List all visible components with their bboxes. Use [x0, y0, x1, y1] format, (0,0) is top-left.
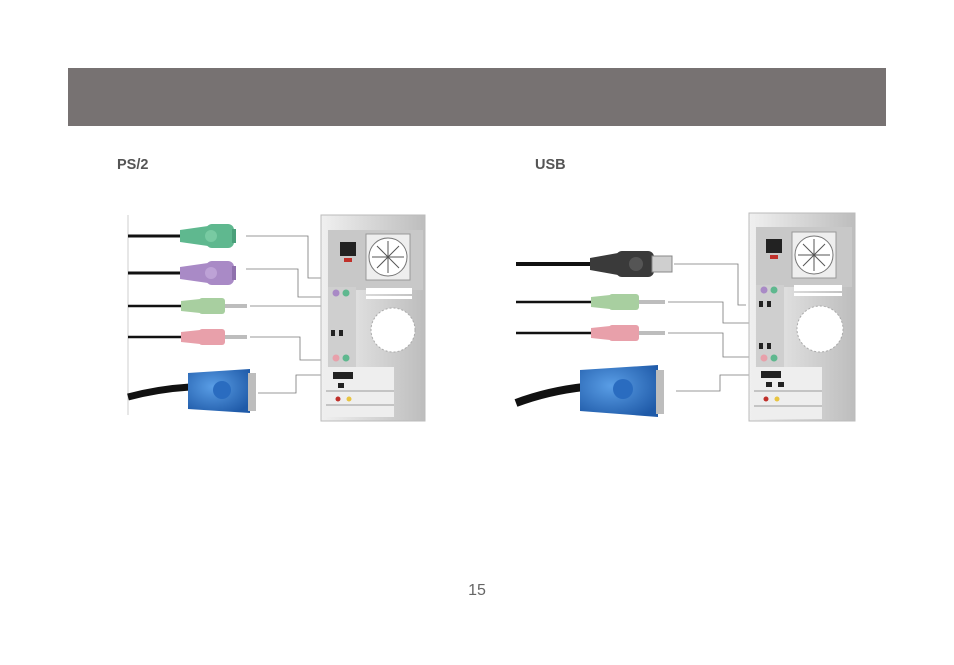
usb-connection-diagram	[508, 205, 868, 430]
audio-mic-plug-icon	[128, 329, 247, 345]
ps2-connection-diagram	[118, 205, 438, 430]
header-bar	[68, 68, 886, 126]
computer-tower-icon	[749, 213, 855, 421]
audio-speaker-plug-icon	[128, 298, 247, 314]
vga-connector-icon	[128, 369, 256, 413]
vga-connector-icon	[516, 365, 664, 417]
computer-tower-icon	[321, 215, 425, 421]
ps2-section-label: PS/2	[117, 157, 148, 173]
ps2-mouse-connector-icon	[128, 261, 236, 285]
audio-mic-plug-icon	[516, 325, 665, 341]
audio-speaker-plug-icon	[516, 294, 665, 310]
page-number: 15	[0, 582, 954, 600]
usb-section-label: USB	[535, 157, 566, 173]
usb-plug-icon	[516, 251, 672, 277]
ps2-keyboard-connector-icon	[128, 224, 236, 248]
